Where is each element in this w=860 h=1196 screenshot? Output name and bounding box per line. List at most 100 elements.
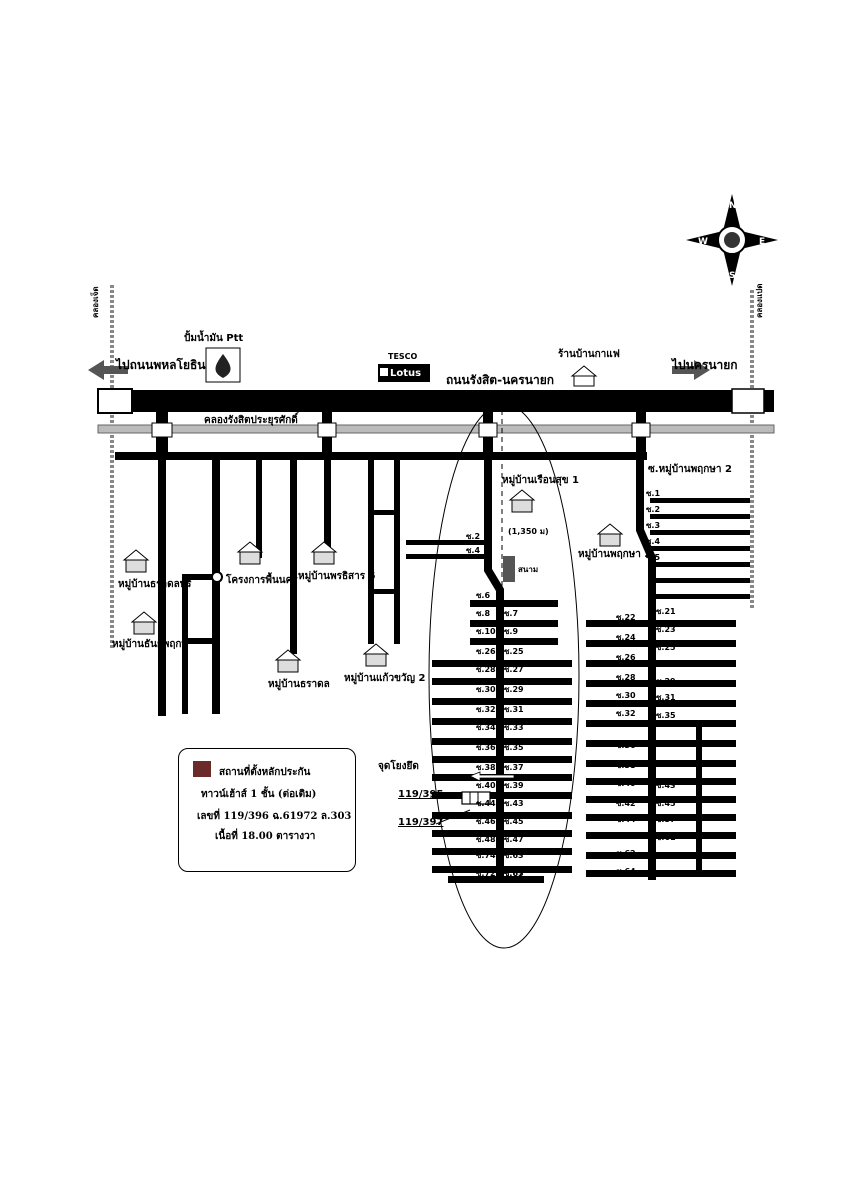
soi-label: ซ.39 <box>504 781 524 790</box>
label-village-phrisan: หมู่บ้านพรธิสาร 5 <box>298 571 376 582</box>
label-village-kaew: หมู่บ้านแก้วขวัญ 2 <box>344 673 426 684</box>
soi-label: ซ.65 <box>656 869 676 878</box>
soi-label: ซ.24 <box>616 633 636 642</box>
legend-line-2: ทาวน์เฮ้าส์ 1 ชั้น (ต่อเติม) <box>201 789 317 800</box>
legend-line-1: สถานที่ตั้งหลักประกัน <box>219 767 311 778</box>
soi-bar <box>586 620 736 627</box>
soi-bar <box>586 778 736 785</box>
soi-label: ซ.4 <box>646 537 661 546</box>
soi-bar <box>586 700 736 707</box>
soi-bar <box>432 792 572 799</box>
soi-label: ซ.32 <box>476 705 496 714</box>
soi-label: ซ.30 <box>616 691 636 700</box>
soi-label: ซ.9 <box>504 627 519 636</box>
soi-bar <box>432 698 572 705</box>
coffee-shop-icon <box>570 365 598 387</box>
soi-label: ซ.7 <box>504 609 519 618</box>
legend-box: สถานที่ตั้งหลักประกัน ทาวน์เฮ้าส์ 1 ชั้น… <box>178 748 356 872</box>
main-road <box>98 390 774 412</box>
label-canal-right: คลองแปด <box>755 283 764 318</box>
soi-label: ซ.27 <box>504 665 524 674</box>
soi-bar <box>650 498 750 503</box>
soi-label: ซ.61 <box>656 833 676 842</box>
soi-label: ซ.31 <box>656 693 676 702</box>
village-icon-2 <box>236 541 264 565</box>
soi-bar <box>432 812 572 819</box>
soi-bar <box>432 660 572 667</box>
soi-bar <box>586 832 736 839</box>
soi-bar <box>470 620 558 627</box>
label-field: สนาม <box>518 565 539 574</box>
soi-label: ซ.29 <box>504 685 524 694</box>
village-icon-6 <box>362 643 390 667</box>
soi-label: ซ.25 <box>656 643 676 652</box>
soi-label: ซ.42 <box>616 799 636 808</box>
village-icon-1 <box>122 549 150 573</box>
soi-bar <box>586 640 736 647</box>
soi-label: ซ.27 <box>656 659 676 668</box>
soi-label: ซ.34 <box>476 723 496 732</box>
svg-text:S: S <box>729 271 735 281</box>
soi-label: ซ.43 <box>656 781 676 790</box>
gas-station-icon <box>205 347 241 383</box>
village-icon-7 <box>508 489 536 513</box>
label-distance: (1,350 ม) <box>508 527 549 536</box>
soi-label: ซ.3 <box>646 521 661 530</box>
label-gas-station: ปั้มน้ำมัน Ptt <box>184 333 244 344</box>
soi-bar <box>432 738 572 745</box>
soi-bar <box>650 530 750 535</box>
soi-label: ซ.4 <box>466 546 481 555</box>
bridge-1 <box>151 412 173 452</box>
soi-label: ซ.36 <box>476 743 496 752</box>
soi-bar <box>586 870 736 877</box>
soi-bar <box>650 594 750 599</box>
soi-label: ซ.64 <box>616 867 636 876</box>
soi-label: ซ.26 <box>476 647 496 656</box>
soi-label: ซ.6 <box>476 591 491 600</box>
soi-label: ซ.21 <box>656 607 676 616</box>
soi-bar <box>432 866 572 873</box>
soi-bar <box>470 600 558 607</box>
legend-line-3: เลขที่ 119/396 ฉ.61972 ล.303 <box>197 811 352 822</box>
arrow-left-icon <box>88 360 128 380</box>
left-junction-box <box>97 388 133 414</box>
village-icon-4 <box>130 611 158 635</box>
soi-bar <box>586 720 736 727</box>
soi-bar <box>406 554 488 559</box>
soi-bar <box>432 756 572 763</box>
soi-label: ซ.26 <box>616 653 636 662</box>
main-canal <box>97 424 775 434</box>
soi-label: ซ.74 <box>476 851 496 860</box>
soi-bar <box>586 852 736 859</box>
soi-bar <box>586 796 736 803</box>
label-landmark: จุดโยงยึด <box>378 761 419 772</box>
soi-label: ซ.36 <box>616 741 636 750</box>
label-village-tharadol: หมู่บ้านธราดล <box>268 679 330 690</box>
soi-bar <box>432 678 572 685</box>
soi-bar <box>470 638 558 645</box>
soi-bar <box>586 660 736 667</box>
right-junction-box <box>731 388 765 414</box>
tesco-lotus-logo <box>378 364 430 382</box>
soi-bar <box>432 848 572 855</box>
village-icon-8 <box>596 523 624 547</box>
label-parcel-a: 119/395 <box>398 789 444 800</box>
soi-label: ซ.45 <box>504 817 524 826</box>
soi-label: ซ.31 <box>504 705 524 714</box>
village-icon-5 <box>274 649 302 673</box>
soi-label: ซ.63 <box>504 851 524 860</box>
soi-label: ซ.28 <box>476 665 496 674</box>
soi-bar <box>586 740 736 747</box>
soi-bar <box>650 546 750 551</box>
label-village-ruenrat: หมู่บ้านเรือนสุข 1 <box>502 475 579 486</box>
soi-bar <box>586 760 736 767</box>
label-lotus: Lotus <box>390 368 422 379</box>
soi-label: ซ.57 <box>656 815 676 824</box>
label-project-phun: โครงการพื้นนคร <box>226 575 298 586</box>
label-tesco: TESCO <box>388 352 418 361</box>
soi-bar <box>650 514 750 519</box>
label-village-thanya: หมู่บ้านธันยพฤกษ์ <box>112 639 189 650</box>
bridge-3 <box>478 412 498 452</box>
bridge-4 <box>631 412 651 452</box>
